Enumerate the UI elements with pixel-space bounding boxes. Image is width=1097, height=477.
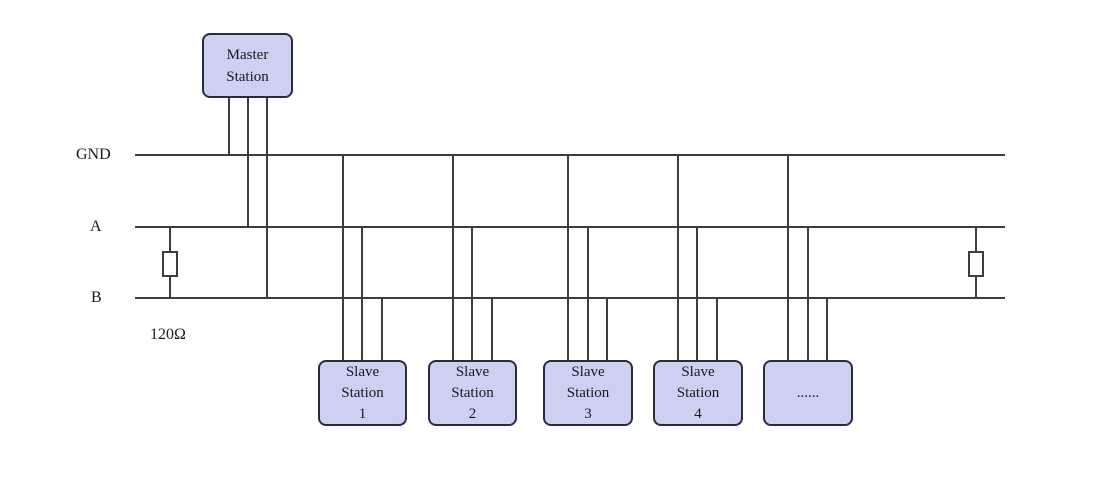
gnd-bus-line [135, 154, 1005, 156]
slave-station-label-line: 3 [584, 405, 592, 422]
slave-4-a-wire [696, 226, 698, 362]
slave-1-a-wire [361, 226, 363, 362]
right-termination-resistor [968, 251, 984, 277]
slave-3-gnd-wire [567, 154, 569, 362]
slave-4-b-wire [716, 297, 718, 362]
slave-station-label-line: Slave [455, 363, 490, 380]
master-station-label-line2: Station [226, 68, 269, 85]
slave-station-label-line: Slave [571, 363, 605, 380]
termination-resistance-label: 120Ω [150, 326, 186, 343]
ellipsis-label: ...... [796, 384, 820, 401]
a-bus-label: A [90, 218, 102, 235]
slave-1-b-wire [381, 297, 383, 362]
slave-station-label-line: Station [566, 384, 610, 401]
slave-station-label-line: Slave [681, 363, 715, 380]
b-bus-label: B [91, 289, 102, 306]
slave-station-label-line: Station [341, 384, 384, 401]
slave-station-label-line: Station [676, 384, 720, 401]
left-termination-resistor [162, 251, 178, 277]
slave-station-3-box: Slave Station 3 [543, 360, 633, 426]
master-station-label-line1: Master [226, 46, 269, 63]
slave-3-b-wire [606, 297, 608, 362]
slave-station-label-line: Slave [345, 363, 380, 380]
b-bus-line [135, 297, 1005, 299]
master-b-wire [266, 97, 268, 299]
ellipsis-station-a-wire [807, 226, 809, 362]
slave-station-label-line: 2 [468, 405, 477, 422]
gnd-bus-label: GND [76, 146, 111, 163]
slave-station-1-box: Slave Station 1 [318, 360, 407, 426]
slave-2-gnd-wire [452, 154, 454, 362]
slave-2-a-wire [471, 226, 473, 362]
ellipsis-station-b-wire [826, 297, 828, 362]
slave-1-gnd-wire [342, 154, 344, 362]
slave-station-label-line: Station [451, 384, 494, 401]
master-gnd-wire [228, 97, 230, 156]
slave-station-2-box: Slave Station 2 [428, 360, 517, 426]
slave-station-label-line: 1 [358, 405, 367, 422]
slave-station-4-box: Slave Station 4 [653, 360, 743, 426]
slave-3-a-wire [587, 226, 589, 362]
ellipsis-station-gnd-wire [787, 154, 789, 362]
slave-4-gnd-wire [677, 154, 679, 362]
a-bus-line [135, 226, 1005, 228]
master-a-wire [247, 97, 249, 228]
slave-2-b-wire [491, 297, 493, 362]
ellipsis-station-box: ...... [763, 360, 853, 426]
slave-station-label-line: 4 [694, 405, 702, 422]
master-station-box: Master Station [202, 33, 293, 98]
